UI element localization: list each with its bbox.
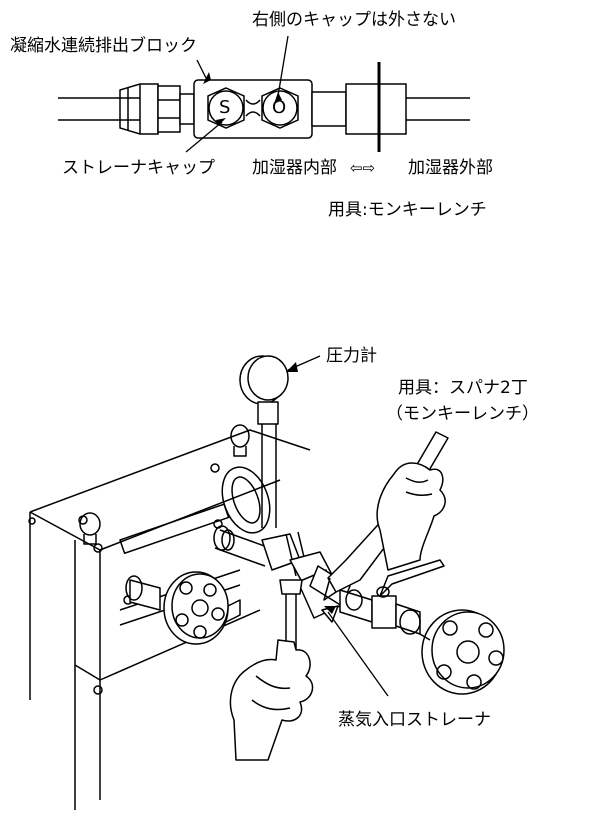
siphon-loop (221, 466, 271, 534)
label-tool-spanners-note: （モンキーレンチ） (386, 404, 539, 424)
eye-bolts (79, 424, 250, 545)
label-tool-spanners: 用具：スパナ2丁 (398, 378, 528, 398)
top-pipe-diagram (58, 35, 470, 153)
label-steam-inlet-strainer: 蒸気入口ストレーナ (338, 710, 491, 730)
right-connector (311, 83, 470, 135)
right-flange (419, 609, 505, 695)
bottom-leader-lines (287, 355, 389, 697)
hex-nut (157, 85, 195, 133)
label-right-cap-warning: 右側のキャップは外さない (252, 10, 456, 30)
hand-upper (376, 462, 446, 571)
hand-lower (229, 639, 314, 761)
label-humidifier-outside: 加湿器外部 (408, 158, 493, 178)
label-pressure-gauge: 圧力計 (326, 346, 377, 366)
left-flange (125, 571, 229, 645)
condensate-block (193, 79, 313, 139)
cap-o-letter: O (272, 97, 287, 118)
valve (339, 559, 445, 635)
bottom-strainer-illustration (28, 355, 505, 810)
label-strainer-cap: ストレーナキャップ (62, 158, 215, 178)
leader-lines (185, 35, 289, 153)
double-arrow-icon: ⇦⇨ (350, 159, 376, 177)
cap-s-letter: S (219, 97, 231, 118)
wrench-lower (279, 579, 303, 657)
label-tool-wrench: 用具:モンキーレンチ (328, 200, 487, 220)
left-pipe (58, 97, 120, 121)
pipe-fitting (119, 83, 159, 135)
pressure-gauge (239, 355, 289, 528)
label-condensate-block: 凝縮水連続排出ブロック (10, 36, 197, 56)
label-humidifier-inside: 加湿器内部 (252, 158, 337, 178)
